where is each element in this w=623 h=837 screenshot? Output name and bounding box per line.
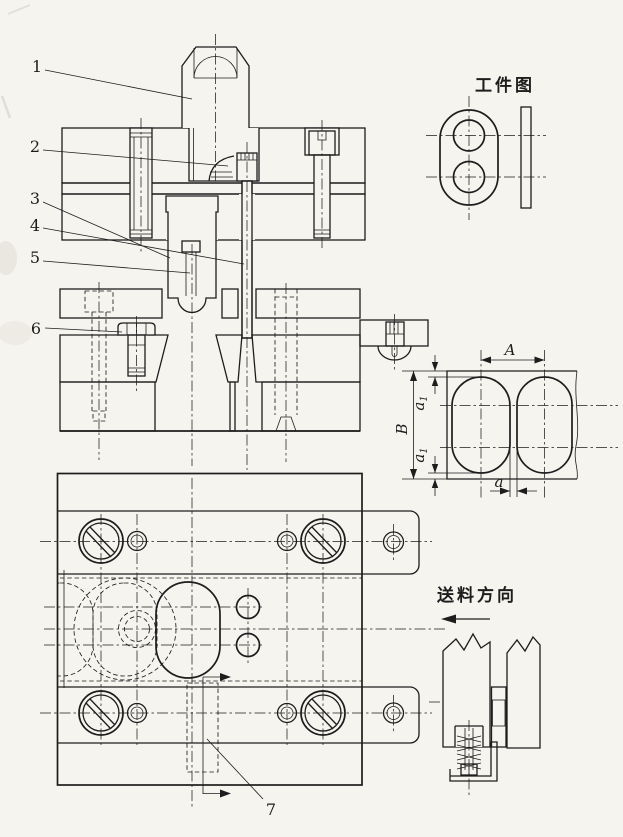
dim-a: a — [490, 427, 537, 497]
callout-1: 1 — [32, 57, 42, 76]
detail-blocks — [442, 632, 541, 749]
callout-3: 3 — [30, 189, 40, 208]
workpiece-side-view — [520, 106, 532, 209]
blanking-die-opening — [155, 581, 221, 679]
lower-die-shoe — [59, 381, 361, 432]
strip-support-plate — [359, 319, 429, 361]
workpiece-view: 工件图 — [426, 75, 546, 220]
svg-text:A: A — [503, 341, 516, 359]
ejector-rod — [181, 240, 201, 296]
svg-text:a1: a1 — [410, 447, 430, 462]
hidden-screw-left — [84, 290, 114, 422]
plan-view — [40, 472, 448, 808]
main-section-view — [59, 34, 429, 470]
feed-direction-label: 送料方向 — [437, 585, 517, 605]
section-cut-indicator — [202, 673, 231, 798]
angle-bracket — [449, 741, 498, 782]
feed-direction-arrow — [441, 614, 490, 624]
callout-6: 6 — [31, 319, 41, 338]
rail-screws — [382, 531, 405, 724]
scan-smudges — [0, 4, 32, 345]
rail-extension-top — [362, 510, 420, 575]
workpiece-centerlines — [426, 96, 546, 220]
dim-B: B — [393, 370, 447, 480]
break-line — [574, 370, 579, 480]
countersink-notch — [275, 416, 297, 432]
spring-plunger — [429, 701, 498, 795]
dim-a1-top: a1 — [410, 355, 481, 411]
callout-4: 4 — [30, 216, 40, 235]
callout-2: 2 — [30, 137, 40, 156]
workpiece-title: 工件图 — [475, 75, 535, 95]
section-centerlines — [98, 34, 395, 470]
dim-A: A — [481, 341, 545, 364]
die-plate — [59, 334, 361, 383]
callout-5: 5 — [30, 248, 40, 267]
dowel-pins — [126, 530, 298, 724]
plan-screws-dowels — [78, 518, 405, 736]
strip-layout-view: A B a1 a1 — [393, 341, 618, 500]
strip-edges-hidden — [60, 577, 362, 682]
strip-guide-rails — [59, 288, 361, 319]
callouts: 1 2 3 4 5 6 7 — [30, 57, 276, 819]
strip-centerlines — [440, 350, 618, 500]
feed-direction-detail: 送料方向 — [429, 585, 541, 795]
plan-centerlines — [40, 478, 448, 808]
svg-text:a1: a1 — [410, 395, 430, 410]
callout-7: 7 — [266, 800, 276, 819]
svg-text:a: a — [495, 473, 504, 491]
rail-extension-bottom — [362, 686, 420, 744]
dim-a1-bottom: a1 — [410, 447, 481, 496]
svg-text:B: B — [393, 423, 411, 435]
